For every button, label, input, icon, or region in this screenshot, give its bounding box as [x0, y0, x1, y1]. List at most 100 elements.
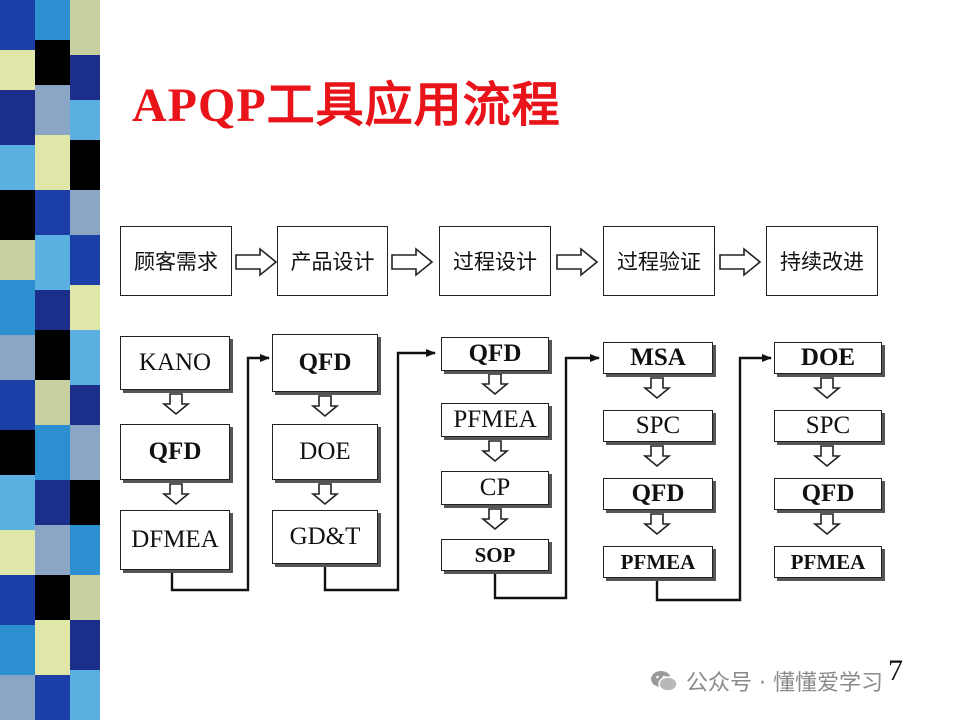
tool-label: CP	[479, 474, 511, 501]
tool-label: GD&T	[289, 523, 361, 550]
stripe-seg	[35, 0, 70, 40]
tool-label: PFMEA	[790, 549, 866, 574]
tool-box: CP	[441, 471, 549, 505]
watermark-text: 公众号 · 懂懂爱学习	[686, 671, 883, 696]
stripe-seg	[70, 385, 100, 425]
stage-arrow	[719, 247, 762, 277]
stripe-seg	[0, 145, 35, 190]
slide-title: APQP工具应用流程	[132, 79, 561, 132]
tool-label: PFMEA	[453, 406, 537, 433]
stage-label: 持续改进	[780, 250, 864, 274]
down-arrow	[812, 445, 842, 468]
stage-arrow	[556, 247, 599, 277]
stripe-seg	[35, 135, 70, 190]
stripe-seg	[70, 190, 100, 235]
down-arrow	[480, 440, 510, 463]
stripe-seg	[70, 620, 100, 670]
stripe-seg	[35, 40, 70, 85]
stage-box-process-validation: 过程验证	[603, 226, 715, 296]
stripe-seg	[35, 380, 70, 425]
stripe-seg	[35, 425, 70, 480]
stripe-seg	[0, 575, 35, 625]
tool-box: QFD	[120, 424, 230, 480]
tool-box: QFD	[774, 478, 882, 510]
tool-box: QFD	[272, 334, 378, 392]
stripe-seg	[35, 620, 70, 675]
down-arrow	[161, 393, 191, 416]
tool-box: PFMEA	[774, 546, 882, 578]
stage-box-process-design: 过程设计	[439, 226, 551, 296]
stripe-seg	[0, 625, 35, 675]
stripe-seg	[35, 290, 70, 330]
tool-label: DOE	[800, 344, 856, 371]
tool-label: QFD	[298, 349, 352, 376]
stripe-seg	[35, 190, 70, 235]
tool-box: SPC	[603, 410, 713, 442]
stripe-seg	[70, 285, 100, 330]
down-arrow	[310, 395, 340, 418]
tool-label: SPC	[635, 412, 681, 439]
tool-box: QFD	[441, 337, 549, 371]
tool-label: SPC	[805, 412, 851, 439]
stripe-seg	[35, 480, 70, 525]
tool-box: SPC	[774, 410, 882, 442]
stripe-seg	[70, 525, 100, 575]
tool-label: MSA	[630, 344, 686, 371]
tool-label: DOE	[299, 438, 351, 465]
stripe-seg	[70, 330, 100, 385]
stripe-seg	[70, 670, 100, 720]
stage-label: 过程设计	[453, 250, 537, 274]
tool-box: QFD	[603, 478, 713, 510]
stripe-seg	[0, 50, 35, 90]
down-arrow	[812, 513, 842, 536]
tool-box: DOE	[272, 424, 378, 480]
tool-label: QFD	[801, 480, 855, 507]
tool-box: PFMEA	[441, 403, 549, 437]
tool-label: QFD	[148, 438, 202, 465]
decorative-stripe	[0, 0, 100, 720]
stripe-seg	[0, 380, 35, 430]
tool-box: PFMEA	[603, 546, 713, 578]
tool-label: QFD	[468, 340, 522, 367]
stripe-seg	[35, 330, 70, 380]
stripe-seg	[35, 575, 70, 620]
stage-box-continuous-improvement: 持续改进	[766, 226, 878, 296]
stripe-seg	[70, 575, 100, 620]
stage-arrow	[391, 247, 434, 277]
stripe-seg	[35, 235, 70, 290]
down-arrow	[161, 483, 191, 506]
page-number: 7	[888, 654, 903, 687]
stripe-seg	[70, 235, 100, 285]
watermark: 公众号 · 懂懂爱学习	[650, 666, 883, 696]
tool-box: MSA	[603, 342, 713, 374]
stage-label: 产品设计	[290, 250, 375, 274]
stripe-seg	[70, 100, 100, 140]
stripe-seg	[35, 525, 70, 575]
stripe-seg	[35, 675, 70, 720]
stripe-seg	[70, 0, 100, 55]
down-arrow	[480, 373, 510, 396]
stage-box-customer-needs: 顾客需求	[120, 226, 232, 296]
stripe-seg	[0, 240, 35, 280]
stripe-seg	[0, 430, 35, 475]
stripe-seg	[0, 0, 35, 50]
stripe-seg	[0, 475, 35, 530]
stage-label: 过程验证	[617, 250, 701, 274]
tool-box: SOP	[441, 539, 549, 571]
stripe-seg	[0, 280, 35, 335]
stage-label: 顾客需求	[134, 250, 218, 274]
down-arrow	[310, 483, 340, 506]
tool-label: SOP	[474, 542, 516, 567]
stripe-seg	[70, 55, 100, 100]
down-arrow	[642, 377, 672, 400]
stripe-seg	[0, 190, 35, 240]
stripe-seg	[0, 530, 35, 575]
down-arrow	[480, 508, 510, 531]
stage-box-product-design: 产品设计	[277, 226, 388, 296]
tool-label: PFMEA	[620, 549, 696, 574]
tool-label: KANO	[138, 349, 212, 376]
stripe-seg	[0, 335, 35, 380]
stripe-seg	[70, 425, 100, 480]
tool-box: GD&T	[272, 510, 378, 564]
stage-arrow	[235, 247, 278, 277]
